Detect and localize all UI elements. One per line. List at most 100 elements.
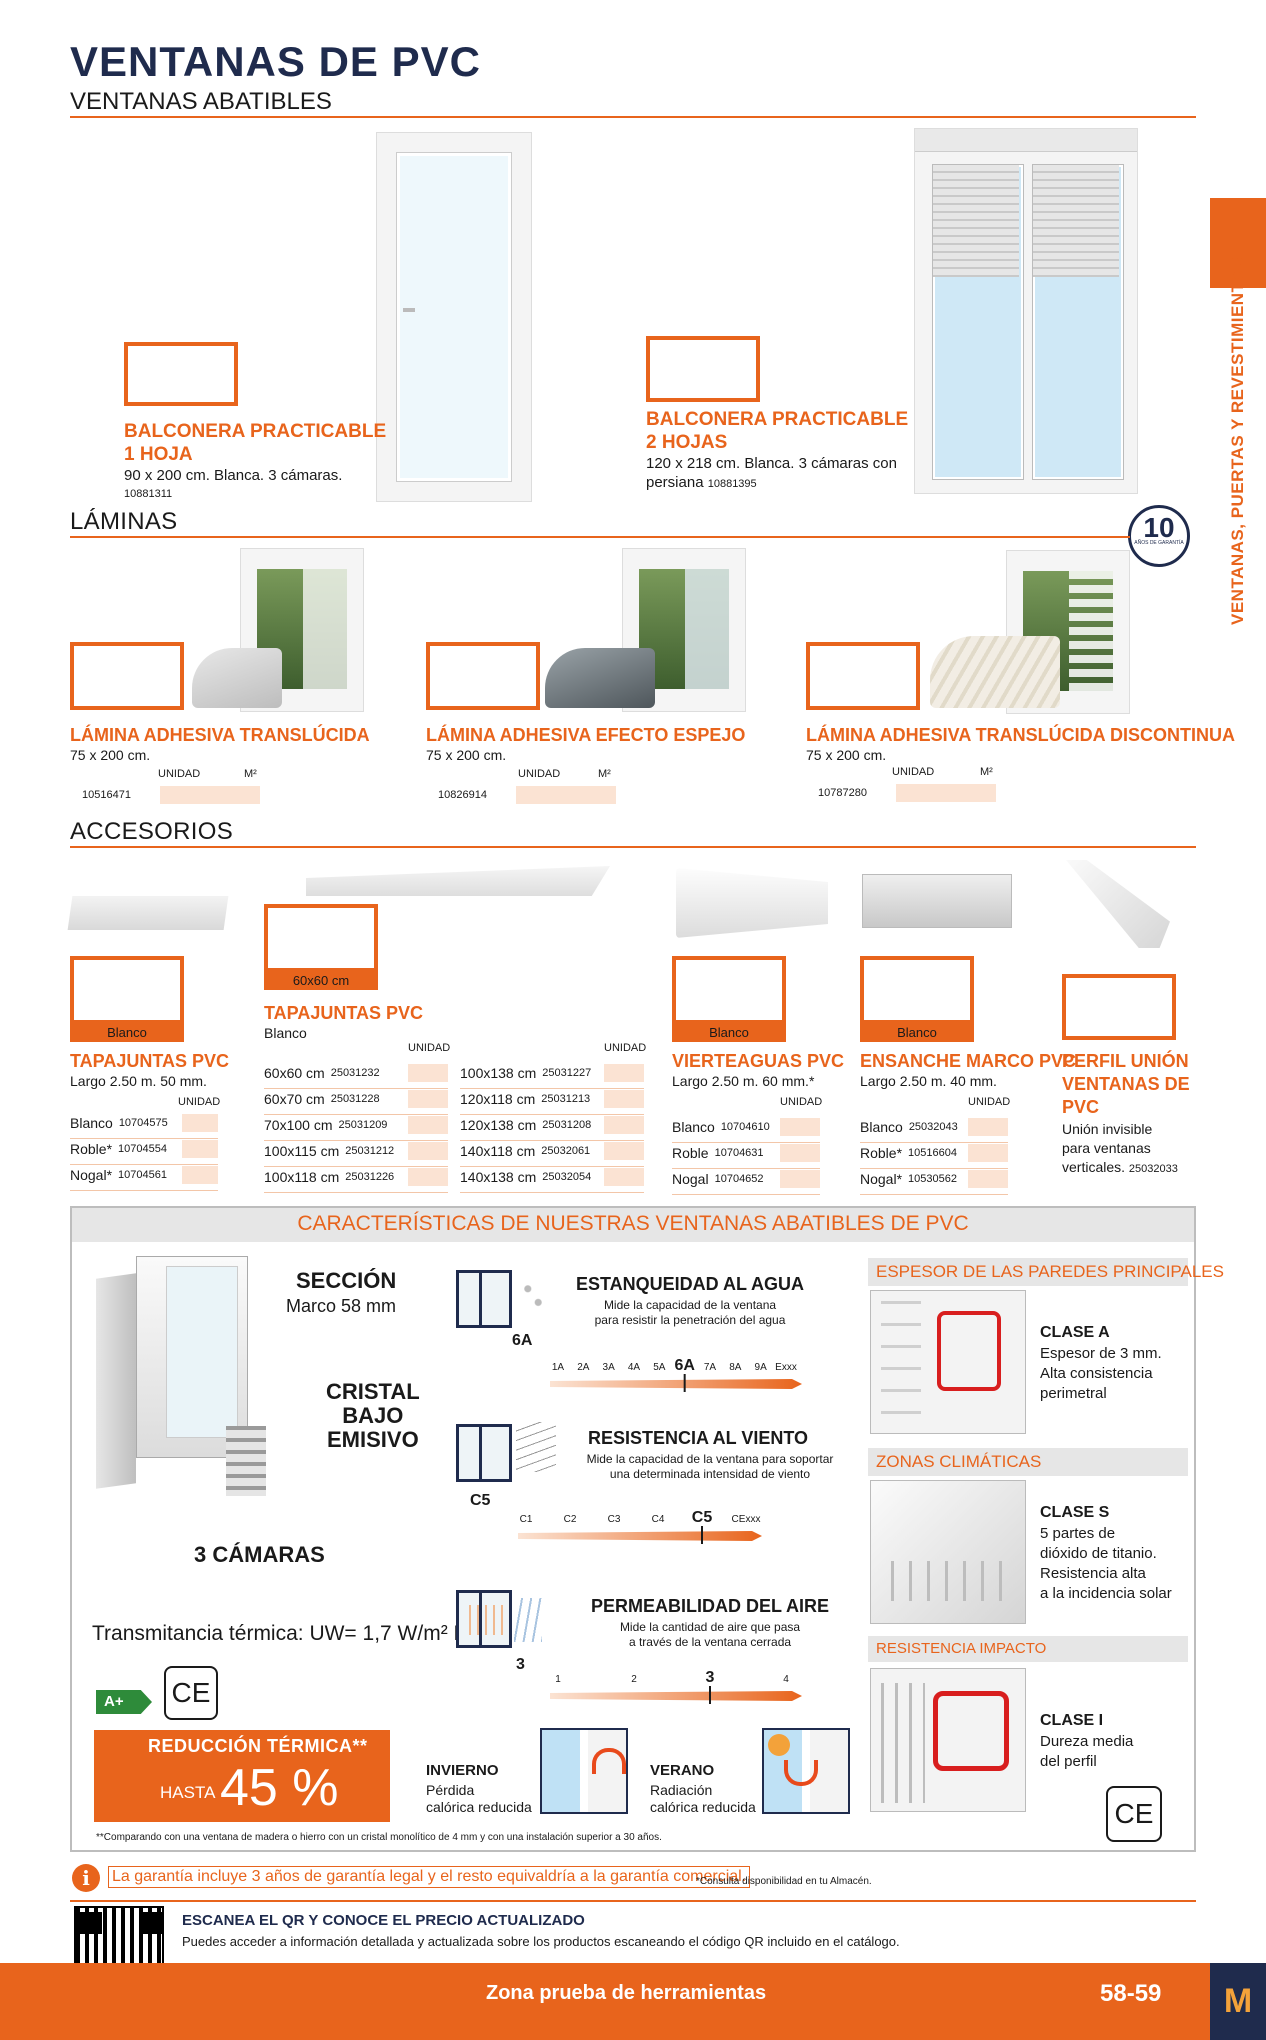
lamina-3-title: LÁMINA ADHESIVA TRANSLÚCIDA DISCONTINUA bbox=[806, 725, 1235, 745]
invierno-desc: Pérdida calórica reducida bbox=[426, 1782, 532, 1815]
water-scale-tick-label: Exxx bbox=[775, 1362, 797, 1373]
header-rule bbox=[70, 116, 1196, 118]
tapajuntas-60-right-row-code: 25031227 bbox=[542, 1067, 592, 1079]
tapajuntas-60-left-row-code: 25031212 bbox=[345, 1145, 395, 1157]
vierteaguas-row-code: 10704652 bbox=[714, 1173, 764, 1185]
energy-label: A+ bbox=[96, 1690, 152, 1714]
air-rating: 3 bbox=[516, 1656, 525, 1673]
footer-bar bbox=[0, 1963, 1266, 2040]
ensanche-row-divider bbox=[860, 1194, 1008, 1195]
tapajuntas-row-code: 10704575 bbox=[118, 1117, 168, 1129]
impacto-image bbox=[870, 1668, 1026, 1812]
tapajuntas-60-right-row-label: 120x138 cm bbox=[460, 1117, 537, 1133]
espesor-title: ESPESOR DE LAS PAREDES PRINCIPALES bbox=[876, 1262, 1224, 1281]
perfil-code: 25032033 bbox=[1128, 1163, 1178, 1175]
tapajuntas-60-left-row-divider bbox=[264, 1140, 448, 1141]
lamina-2-col-m2: M² bbox=[598, 768, 611, 780]
lamina-2-code: 10826914 bbox=[438, 789, 487, 801]
espesor-desc: Espesor de 3 mm. Alta consistencia perim… bbox=[1040, 1345, 1162, 1402]
tapajuntas-row-code: 10704554 bbox=[118, 1143, 167, 1155]
tapajuntas-row-divider bbox=[70, 1190, 218, 1191]
tapajuntas-row: Roble*10704554 bbox=[70, 1138, 218, 1160]
tapajuntas-col-unit: UNIDAD bbox=[178, 1096, 221, 1108]
footer-tagline: Zona prueba de herramientas bbox=[486, 1982, 767, 2004]
wind-icon bbox=[456, 1424, 512, 1482]
tapajuntas-60-left-row-code: 25031232 bbox=[330, 1067, 380, 1079]
vierteaguas-row-divider bbox=[672, 1194, 820, 1195]
water-scale-tick-label: 2A bbox=[577, 1362, 590, 1373]
tapajuntas-60-left-row-price-cell bbox=[408, 1168, 448, 1186]
lamina-3-desc: 75 x 200 cm. bbox=[806, 747, 887, 763]
ensanche-row-divider bbox=[860, 1168, 1008, 1169]
espesor-image bbox=[870, 1290, 1026, 1434]
transmitancia-label: Transmitancia térmica: UW= 1,7 W/m² K bbox=[92, 1622, 468, 1645]
vierteaguas-row-price-cell bbox=[780, 1170, 820, 1188]
tapajuntas-60-right-row-divider bbox=[460, 1192, 644, 1193]
lamina-3-row: 10787280 bbox=[806, 782, 996, 804]
tapajuntas-60-right-row-price-cell bbox=[604, 1142, 644, 1160]
invierno-title: INVIERNO bbox=[426, 1762, 499, 1779]
wind-lines-icon bbox=[516, 1422, 556, 1472]
zonas-desc: 5 partes de dióxido de titanio. Resisten… bbox=[1040, 1525, 1172, 1602]
footer-logo[interactable]: M bbox=[1210, 1963, 1266, 2040]
ensanche-row-code: 10516604 bbox=[908, 1147, 957, 1159]
tapajuntas-60-left-row: 100x115 cm 25031212 bbox=[264, 1140, 448, 1162]
impacto-band bbox=[868, 1636, 1188, 1662]
features-panel bbox=[70, 1206, 1196, 1852]
tapajuntas-60-left-row-code: 25031209 bbox=[338, 1119, 388, 1131]
tapajuntas-60-left-row-code: 25031228 bbox=[330, 1093, 380, 1105]
page-subtitle: VENTANAS ABATIBLES bbox=[70, 88, 332, 115]
price-box-balconera-2 bbox=[646, 336, 760, 402]
ensanche-image bbox=[862, 874, 1012, 928]
price-box-tapajuntas-60 bbox=[264, 904, 378, 972]
tapajuntas-60-col-unit-left: UNIDAD bbox=[408, 1042, 451, 1054]
tapajuntas-60-right-row-price-cell bbox=[604, 1090, 644, 1108]
wind-title: RESISTENCIA AL VIENTO bbox=[588, 1428, 809, 1448]
tapajuntas-60-right-row-label: 120x118 cm bbox=[460, 1091, 536, 1107]
tapajuntas-60-right-row-label: 140x118 cm bbox=[460, 1143, 536, 1159]
tapajuntas-row-price-cell bbox=[182, 1140, 218, 1158]
ensanche-row-price-cell bbox=[968, 1144, 1008, 1162]
ensanche-col-unit: UNIDAD bbox=[968, 1096, 1011, 1108]
water-scale-tick-label: 9A bbox=[755, 1362, 768, 1373]
price-box-tapajuntas bbox=[70, 956, 184, 1024]
water-scale-tick-label: 1A bbox=[552, 1362, 565, 1373]
tapajuntas-60-left-row-divider bbox=[264, 1192, 448, 1193]
wind-rating: C5 bbox=[470, 1492, 491, 1509]
vierteaguas-col-unit: UNIDAD bbox=[780, 1096, 823, 1108]
air-scale-arrow bbox=[550, 1691, 802, 1701]
tapajuntas-60-right-row-price-cell bbox=[604, 1064, 644, 1082]
tapajuntas-60-right-row-code: 25032054 bbox=[542, 1171, 592, 1183]
water-scale-tick-label: 8A bbox=[729, 1362, 742, 1373]
invierno-icon bbox=[540, 1728, 628, 1814]
tapajuntas-60-left-row-label: 100x115 cm bbox=[264, 1143, 340, 1159]
tapajuntas-60-tag: 60x60 cm bbox=[264, 972, 378, 990]
tapajuntas-60-left-row-price-cell bbox=[408, 1090, 448, 1108]
tapajuntas-row-label: Blanco bbox=[70, 1115, 113, 1131]
ensanche-row-divider bbox=[860, 1142, 1008, 1143]
tapajuntas-desc: Largo 2.50 m. 50 mm. bbox=[70, 1073, 207, 1089]
ce-mark-right: CE bbox=[1106, 1786, 1162, 1842]
water-scale-tick-label: 3A bbox=[603, 1362, 616, 1373]
impacto-desc: Dureza media del perfil bbox=[1040, 1733, 1134, 1770]
price-box-lamina-2 bbox=[426, 642, 540, 710]
side-tab-label: VENTANAS, PUERTAS Y REVESTIMIENTOS bbox=[1228, 256, 1247, 625]
balconera-1-desc: 90 x 200 cm. Blanca. 3 cámaras. 10881311 bbox=[124, 466, 342, 504]
ensanche-row-price-cell bbox=[968, 1170, 1008, 1188]
wind-scale-tick-label: C5 bbox=[692, 1509, 713, 1526]
tapajuntas-60-right-row-divider bbox=[460, 1114, 644, 1115]
water-desc: Mide la capacidad de la ventana para res… bbox=[594, 1298, 786, 1327]
air-scale-tick-label: 1 bbox=[555, 1674, 561, 1685]
